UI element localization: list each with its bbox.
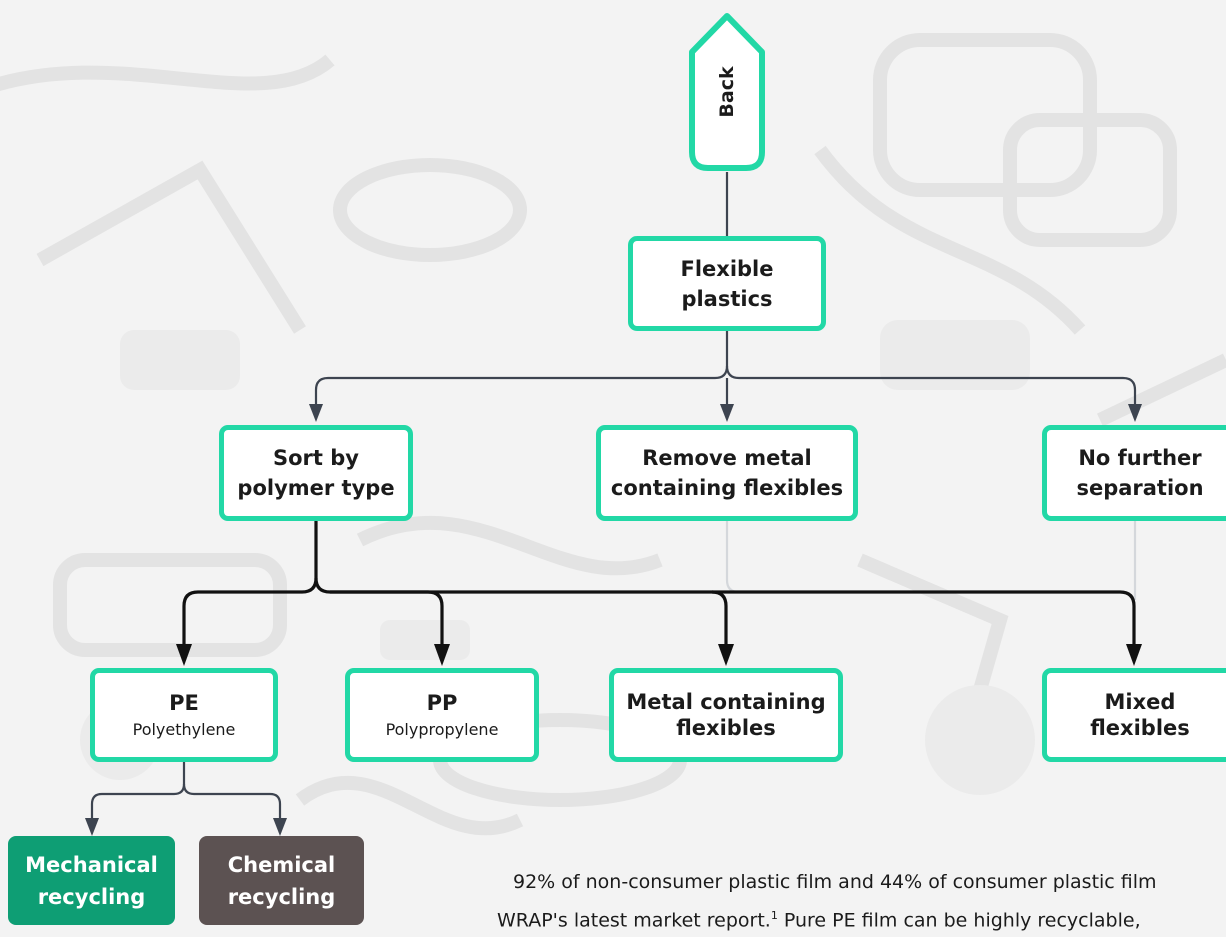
footnote-line-2a: WRAP's latest market report. bbox=[497, 909, 771, 932]
connector-sort-level2 bbox=[182, 520, 1136, 650]
node-subtitle: Polyethylene bbox=[132, 720, 236, 739]
node-line: Metal containing bbox=[626, 690, 826, 714]
node-metal-containing-flexibles[interactable]: Metal containing flexibles bbox=[609, 668, 843, 762]
footnote-line-1: 92% of non-consumer plastic film and 44%… bbox=[513, 871, 1157, 893]
footnote-line-2: WRAP's latest market report.1 Pure PE fi… bbox=[497, 899, 1226, 937]
node-line: plastics bbox=[681, 286, 773, 311]
node-subtitle: Polypropylene bbox=[385, 720, 499, 739]
footnote-line-2b: Pure PE film can be highly recyclable, bbox=[777, 909, 1141, 932]
arrow-down-icon bbox=[309, 404, 1142, 422]
node-title: PE bbox=[169, 691, 199, 715]
connector-faded bbox=[725, 520, 1137, 600]
node-flexible-plastics[interactable]: Flexible plastics bbox=[628, 236, 826, 331]
node-line: Flexible bbox=[680, 256, 774, 281]
back-button[interactable] bbox=[686, 12, 768, 172]
node-line: separation bbox=[1076, 476, 1204, 500]
node-line: Sort by bbox=[273, 446, 359, 470]
pill-line: recycling bbox=[37, 884, 146, 909]
arrow-down-icon bbox=[176, 644, 1142, 666]
back-label[interactable]: Back bbox=[716, 66, 738, 118]
pill-line: Chemical bbox=[227, 852, 336, 877]
node-pp-polypropylene[interactable]: PP Polypropylene bbox=[345, 668, 539, 762]
node-line: Remove metal bbox=[642, 446, 812, 470]
arrow-down-icon bbox=[85, 818, 287, 836]
node-no-further-separation[interactable]: No further separation bbox=[1042, 425, 1226, 521]
connector-pe-recycling bbox=[90, 760, 282, 820]
node-mixed-flexibles[interactable]: Mixed flexibles bbox=[1042, 668, 1226, 762]
node-line: flexibles bbox=[676, 716, 776, 740]
node-sort-by-polymer-type[interactable]: Sort by polymer type bbox=[219, 425, 413, 521]
pill-line: Mechanical bbox=[25, 852, 158, 877]
node-line: Mixed bbox=[1104, 690, 1176, 714]
node-title: PP bbox=[426, 691, 458, 715]
pill-line: recycling bbox=[227, 884, 336, 909]
footnote-reference[interactable]: 1 bbox=[770, 909, 778, 922]
node-pe-polyethylene[interactable]: PE Polyethylene bbox=[90, 668, 278, 762]
footnote-text: 92% of non-consumer plastic film and 44%… bbox=[497, 866, 1226, 937]
node-line: polymer type bbox=[237, 476, 395, 500]
connector-root-level1 bbox=[314, 330, 1137, 408]
node-line: No further bbox=[1078, 446, 1202, 470]
node-line: flexibles bbox=[1090, 716, 1190, 740]
mechanical-recycling-button[interactable]: Mechanical recycling bbox=[8, 836, 175, 925]
chemical-recycling-button[interactable]: Chemical recycling bbox=[199, 836, 364, 925]
node-remove-metal-containing-flexibles[interactable]: Remove metal containing flexibles bbox=[596, 425, 858, 521]
node-line: containing flexibles bbox=[610, 476, 844, 500]
